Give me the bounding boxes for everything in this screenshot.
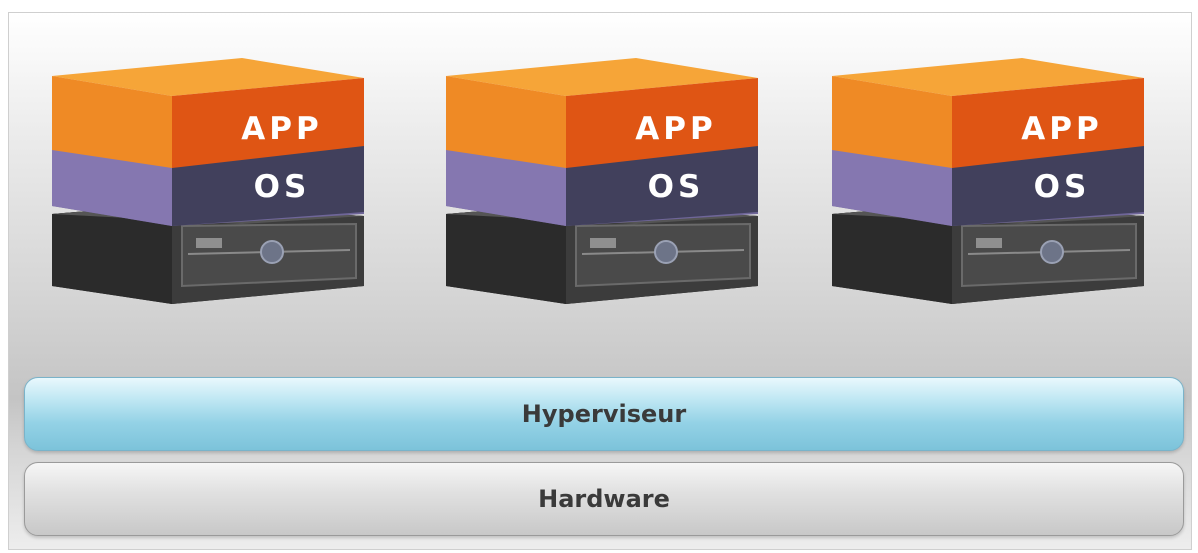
app-layer: [832, 58, 1144, 168]
server-icon: [832, 204, 1144, 304]
server-icon: [52, 204, 364, 304]
vm-stack-graphic: [446, 58, 758, 304]
app-layer: [446, 58, 758, 168]
hardware-bar: Hardware: [24, 462, 1184, 536]
vm-stack-2: APP OS: [440, 54, 760, 314]
vm-stack-graphic: [52, 58, 364, 304]
server-icon: [446, 204, 758, 304]
app-label: APP: [241, 111, 323, 147]
vm-stack-graphic: [832, 58, 1144, 304]
os-label: OS: [253, 169, 311, 205]
hypervisor-label: Hyperviseur: [521, 400, 687, 428]
hypervisor-bar: Hyperviseur: [24, 377, 1184, 451]
app-label: APP: [635, 111, 717, 147]
app-layer: [52, 58, 364, 168]
hardware-label: Hardware: [538, 485, 670, 513]
os-label: OS: [647, 169, 705, 205]
vm-stack-3: APP OS: [826, 54, 1146, 314]
app-label: APP: [1021, 111, 1103, 147]
vm-stack-1: APP OS: [46, 54, 366, 314]
os-label: OS: [1033, 169, 1091, 205]
